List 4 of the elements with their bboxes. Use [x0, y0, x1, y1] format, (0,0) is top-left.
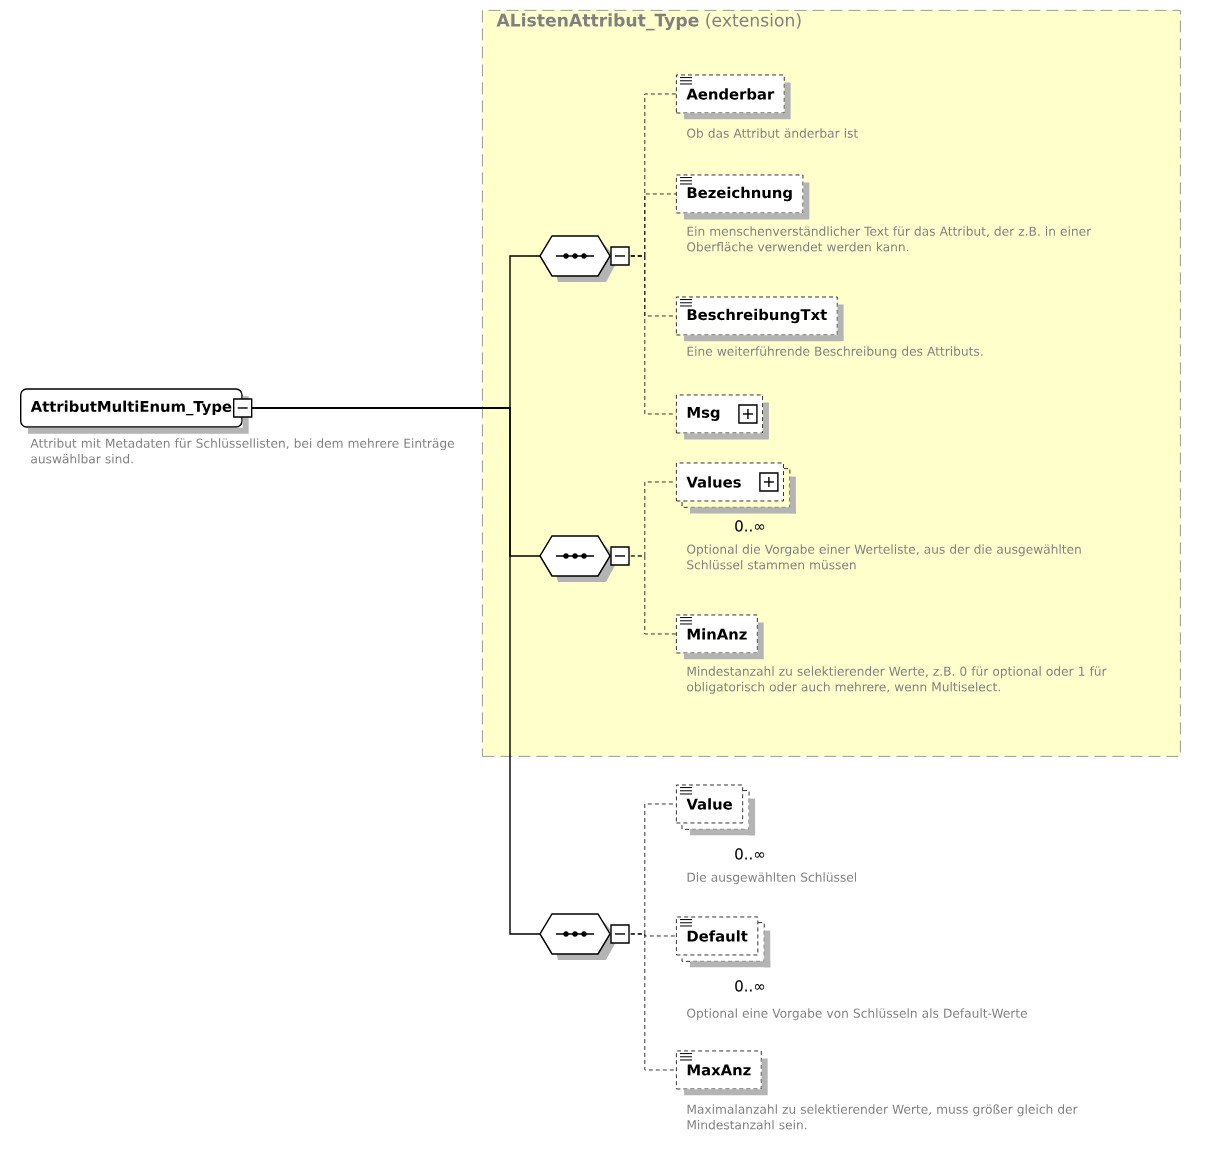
connector: [630, 933, 677, 1071]
connector: [630, 255, 677, 415]
connector: [251, 407, 541, 935]
connector: [630, 555, 677, 635]
